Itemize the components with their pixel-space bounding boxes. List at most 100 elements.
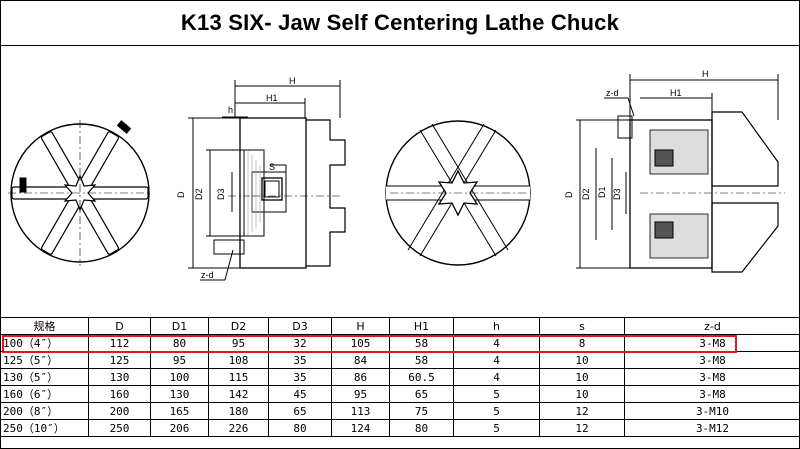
- table-row: 125（5″） 125 95 108 35 84 58 4 10 3-M8: [0, 351, 800, 369]
- dim-D3-label-right: D3: [612, 188, 622, 200]
- table-header-cell: D2: [208, 317, 269, 335]
- table-header-cell: D: [88, 317, 151, 335]
- dim-D3-label: D3: [216, 188, 226, 200]
- table-header-cell: H1: [389, 317, 454, 335]
- table-header-cell: D1: [150, 317, 209, 335]
- table-cell: 60.5: [389, 368, 454, 386]
- table-cell: 3-M8: [624, 368, 800, 386]
- table-cell: 10: [539, 351, 625, 369]
- table-cell: 32: [268, 334, 332, 352]
- table-cell: 124: [331, 419, 390, 437]
- dim-D2-label-right: D2: [581, 188, 591, 200]
- table-cell: 12: [539, 419, 625, 437]
- table-cell: 35: [268, 368, 332, 386]
- table-cell: 160: [88, 385, 151, 403]
- dim-H1-label-right: H1: [670, 88, 682, 98]
- front-view-jaws: [8, 120, 152, 266]
- table-cell: 3-M8: [624, 385, 800, 403]
- dim-D2-label: D2: [194, 188, 204, 200]
- table-cell: 58: [389, 334, 454, 352]
- table-cell: 113: [331, 402, 390, 420]
- table-cell: 3-M12: [624, 419, 800, 437]
- table-cell: 105: [331, 334, 390, 352]
- table-cell: 75: [389, 402, 454, 420]
- spec-table: 规格 D D1 D2 D3 H H1 h s z-d 100（4″） 112 8…: [0, 317, 800, 437]
- table-cell: 95: [208, 334, 269, 352]
- table-cell: 130（5″）: [0, 368, 89, 386]
- table-cell: 112: [88, 334, 151, 352]
- dim-D-label: D: [176, 191, 186, 198]
- dim-D-label-right: D: [564, 191, 574, 198]
- dim-zd-label-right: z-d: [606, 88, 619, 98]
- table-cell: 125: [88, 351, 151, 369]
- table-cell: 250（10″）: [0, 419, 89, 437]
- table-cell: 10: [539, 385, 625, 403]
- table-cell: 206: [150, 419, 209, 437]
- table-cell: 100: [150, 368, 209, 386]
- table-cell: 86: [331, 368, 390, 386]
- table-row: 200（8″） 200 165 180 65 113 75 5 12 3-M10: [0, 402, 800, 420]
- table-cell: 3-M8: [624, 351, 800, 369]
- table-cell: 4: [453, 351, 540, 369]
- table-cell: 95: [150, 351, 209, 369]
- table-cell: 100（4″）: [0, 334, 89, 352]
- table-cell: 95: [331, 385, 390, 403]
- table-cell: 115: [208, 368, 269, 386]
- dim-H1-label: H1: [266, 93, 278, 103]
- dim-h-label: h: [228, 105, 233, 115]
- dim-zd-label: z-d: [201, 270, 214, 280]
- table-header-cell: h: [453, 317, 540, 335]
- rear-view: [385, 120, 531, 266]
- table-cell: 108: [208, 351, 269, 369]
- table-cell: 58: [389, 351, 454, 369]
- table-cell: 84: [331, 351, 390, 369]
- spec-table-header-row: 规格 D D1 D2 D3 H H1 h s z-d: [0, 317, 800, 335]
- table-cell: 142: [208, 385, 269, 403]
- table-cell: 4: [453, 334, 540, 352]
- table-cell: 226: [208, 419, 269, 437]
- table-cell: 3-M8: [624, 334, 800, 352]
- dim-H-label-right: H: [702, 69, 709, 79]
- table-cell: 45: [268, 385, 332, 403]
- table-cell: 5: [453, 385, 540, 403]
- table-cell: 200: [88, 402, 151, 420]
- table-cell: 250: [88, 419, 151, 437]
- table-cell: 125（5″）: [0, 351, 89, 369]
- table-cell: 130: [150, 385, 209, 403]
- table-cell: 80: [268, 419, 332, 437]
- table-cell: 165: [150, 402, 209, 420]
- dim-D1-label-right: D1: [597, 186, 607, 198]
- table-row: 160（6″） 160 130 142 45 95 65 5 10 3-M8: [0, 385, 800, 403]
- table-row: 130（5″） 130 100 115 35 86 60.5 4 10 3-M8: [0, 368, 800, 386]
- table-cell: 3-M10: [624, 402, 800, 420]
- table-header-cell: z-d: [624, 317, 800, 335]
- table-cell: 200（8″）: [0, 402, 89, 420]
- table-header-cell: D3: [268, 317, 332, 335]
- table-cell: 35: [268, 351, 332, 369]
- page-title: K13 SIX- Jaw Self Centering Lathe Chuck: [180, 10, 620, 35]
- table-cell: 160（6″）: [0, 385, 89, 403]
- table-cell: 80: [150, 334, 209, 352]
- table-cell: 65: [268, 402, 332, 420]
- table-cell: 180: [208, 402, 269, 420]
- technical-drawing: H H1 h D D2 D3 S z-d: [8, 69, 785, 281]
- table-row: 100（4″） 112 80 95 32 105 58 4 8 3-M8: [0, 334, 800, 352]
- table-header-cell: s: [539, 317, 625, 335]
- title-divider: [0, 45, 800, 46]
- table-cell: 80: [389, 419, 454, 437]
- dim-S-label: S: [269, 162, 275, 172]
- table-cell: 5: [453, 402, 540, 420]
- table-cell: 130: [88, 368, 151, 386]
- right-section-view: H H1 z-d D D2 D1 D3: [564, 69, 785, 273]
- table-cell: 12: [539, 402, 625, 420]
- table-cell: 5: [453, 419, 540, 437]
- table-cell: 8: [539, 334, 625, 352]
- table-row: 250（10″） 250 206 226 80 124 80 5 12 3-M1…: [0, 419, 800, 437]
- table-cell: 4: [453, 368, 540, 386]
- table-header-cell: H: [331, 317, 390, 335]
- dim-H-label: H: [289, 76, 296, 86]
- table-cell: 10: [539, 368, 625, 386]
- table-header-cell: 规格: [0, 317, 89, 335]
- table-cell: 65: [389, 385, 454, 403]
- side-section-view: H H1 h D D2 D3 S z-d: [176, 76, 346, 281]
